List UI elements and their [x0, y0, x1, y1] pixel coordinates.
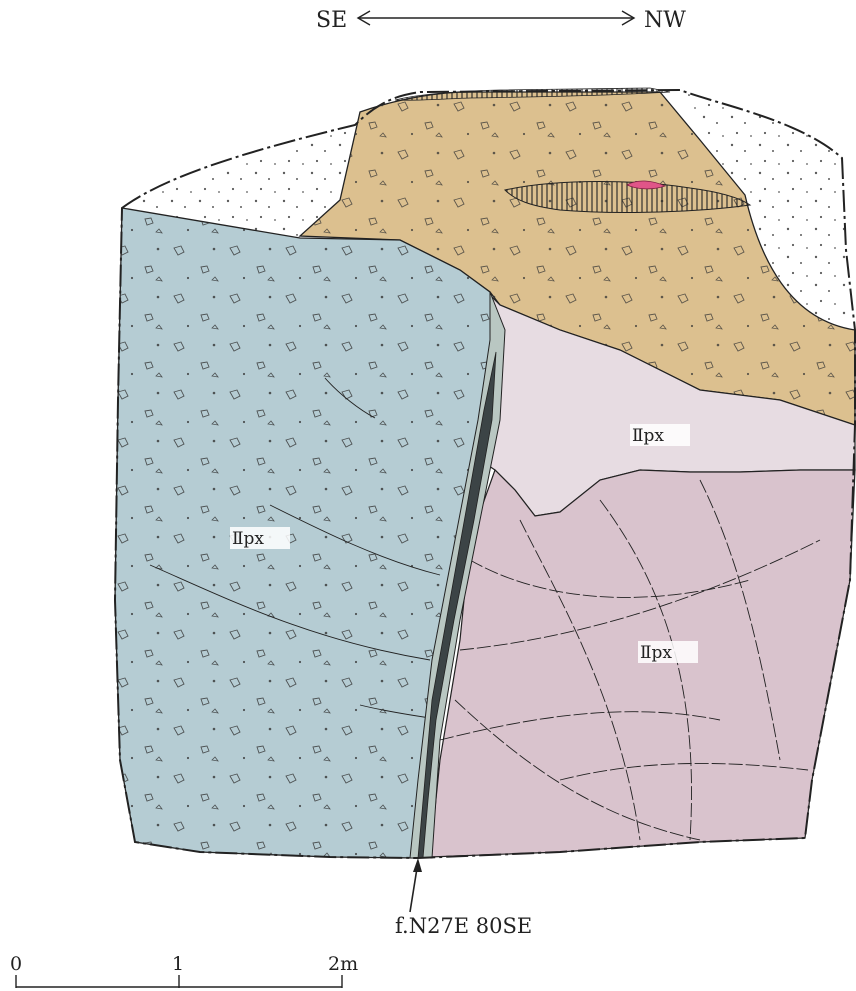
orientation-left-label: SE — [316, 8, 347, 33]
scale-bar-label-1: 1 — [172, 953, 184, 975]
fault-label: f.N27E 80SE — [395, 914, 532, 938]
unit-label-left-text: Ⅱpx — [232, 529, 264, 549]
unit-label-lower-right: Ⅱpx — [638, 641, 698, 663]
unit-label-lower-right-text: Ⅱpx — [640, 643, 672, 663]
unit-label-left: Ⅱpx — [230, 527, 290, 549]
fault-pointer-head — [413, 858, 422, 872]
scale-bar: 0 1 2m — [10, 953, 358, 988]
scale-bar-label-0: 0 — [10, 953, 22, 975]
orientation-indicator: SE NW — [316, 8, 686, 33]
scale-bar-label-2: 2m — [328, 953, 358, 975]
orientation-right-label: NW — [644, 8, 686, 33]
unit-label-upper-right-text: Ⅱpx — [632, 426, 664, 446]
pink-lower-unit — [430, 470, 855, 857]
fault-annotation: f.N27E 80SE — [395, 858, 532, 938]
unit-label-upper-right: Ⅱpx — [630, 424, 690, 446]
